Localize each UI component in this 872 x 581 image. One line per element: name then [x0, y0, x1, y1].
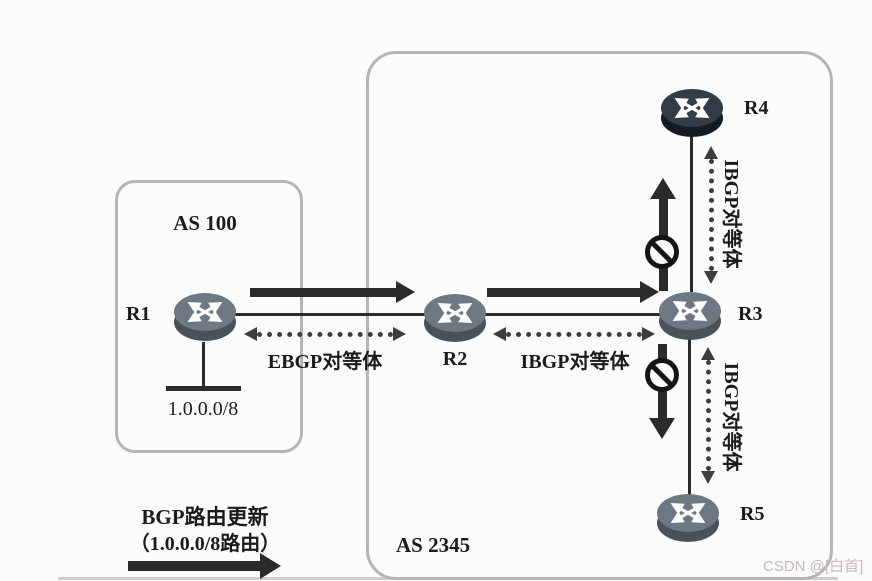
as100-boundary-box — [115, 180, 303, 453]
network-1000-8-label: 1.0.0.0/8 — [167, 398, 239, 420]
arrow-head-icon — [260, 553, 281, 579]
router-r5-label: R5 — [740, 503, 765, 525]
arrow-head-icon — [640, 281, 659, 303]
route-update-arrow-r2-r3 — [487, 281, 659, 303]
router-r2-label: R2 — [442, 348, 468, 370]
legend-subtitle: （1.0.0.0/8路由） — [129, 533, 281, 555]
as100-label: AS 100 — [173, 211, 237, 235]
router-r1-label: R1 — [126, 303, 151, 325]
dotted-line — [705, 360, 711, 471]
router-icon — [657, 288, 723, 342]
router-icon — [172, 289, 238, 343]
router-r4-label: R4 — [744, 97, 769, 119]
arrow-head-icon — [396, 281, 415, 303]
arrow-head-icon — [701, 471, 715, 484]
ebgp-peer-label: EBGP对等体 — [267, 351, 383, 373]
router-icon — [659, 85, 725, 139]
ibgp-peer-label-r3-r4: IBGP对等体 — [720, 159, 742, 269]
router-r5 — [655, 490, 721, 544]
router-r3-label: R3 — [738, 303, 763, 325]
link-r3-r4 — [690, 136, 693, 292]
ibgp-peer-label-r3-r5: IBGP对等体 — [720, 362, 742, 472]
prohibited-icon — [645, 235, 679, 269]
arrow-head-icon — [701, 347, 715, 360]
arrow-head-icon — [642, 327, 655, 341]
dotted-line — [506, 331, 642, 337]
legend-update-arrow — [128, 552, 281, 580]
ibgp-peer-arrow-r3-r5 — [701, 347, 715, 484]
arrow-shaft — [487, 287, 640, 297]
as2345-label: AS 2345 — [396, 533, 471, 557]
ibgp-peer-arrow-r3-r4 — [704, 146, 718, 284]
arrow-shaft — [250, 287, 396, 297]
arrow-head-icon — [650, 178, 676, 199]
dotted-line — [708, 159, 714, 271]
router-r2 — [422, 290, 488, 344]
arrow-head-icon — [244, 327, 257, 341]
router-icon — [655, 490, 721, 544]
link-r3-r5 — [688, 337, 691, 497]
arrow-head-icon — [649, 418, 675, 439]
ebgp-peer-arrow-r1-r2 — [244, 327, 406, 341]
router-r4 — [659, 85, 725, 139]
lan-segment-bar — [166, 386, 241, 391]
link-r2-r3 — [482, 313, 660, 316]
arrow-head-icon — [393, 327, 406, 341]
arrow-head-icon — [704, 271, 718, 284]
arrow-head-icon — [493, 327, 506, 341]
link-r1-lan — [202, 342, 205, 388]
router-icon — [422, 290, 488, 344]
legend-title: BGP路由更新 — [141, 505, 269, 529]
router-r1 — [172, 289, 238, 343]
arrow-head-icon — [704, 146, 718, 159]
dotted-line — [257, 331, 393, 337]
ibgp-peer-label-r2-r3: IBGP对等体 — [520, 351, 630, 373]
route-update-arrow-r1-r2 — [250, 281, 415, 303]
prohibited-icon — [645, 358, 679, 392]
prohibited-slash — [651, 241, 673, 263]
ibgp-peer-arrow-r2-r3 — [493, 327, 655, 341]
arrow-shaft — [128, 561, 260, 571]
csdn-watermark: CSDN @[白首] — [763, 558, 864, 575]
link-r1-r2 — [231, 313, 431, 316]
router-r3 — [657, 288, 723, 342]
